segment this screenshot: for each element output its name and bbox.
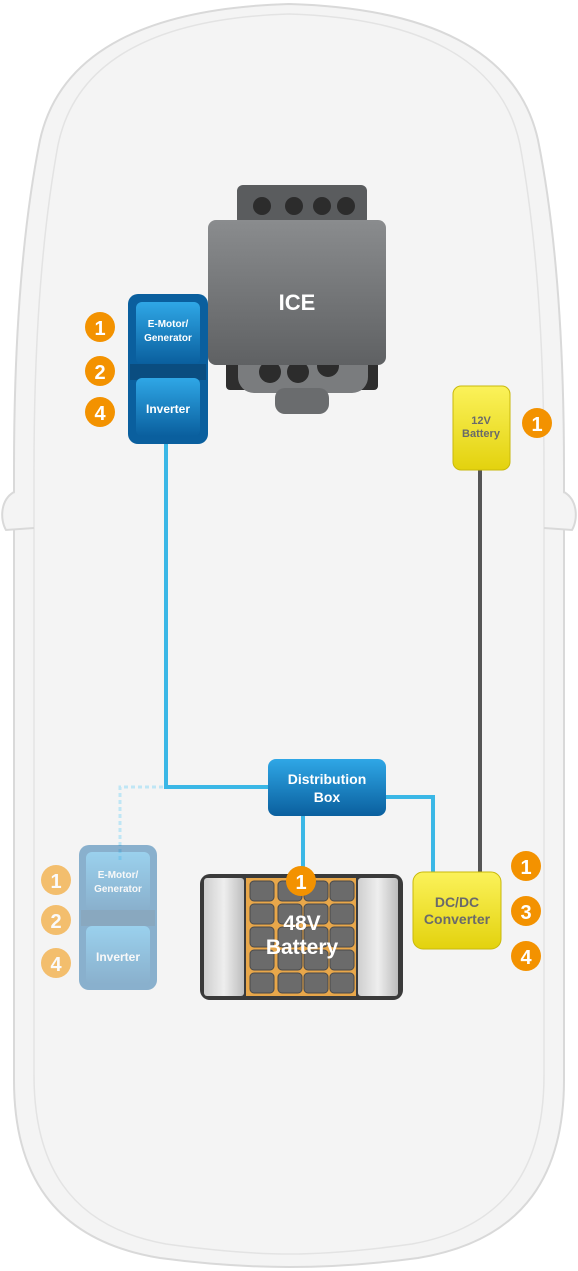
wire-distribution-to-dcdc [386,795,435,872]
rear-motor-inverter: E-Motor/ Generator Inverter [79,845,157,990]
badge [85,397,115,427]
rear-inverter-label: Inverter [96,950,140,964]
badge [522,408,552,438]
badge-label: 4 [94,403,106,425]
badge-label: 1 [520,857,531,879]
rear-motor-label-line2: Generator [94,884,142,895]
badge [41,948,71,978]
badge [511,941,541,971]
dcdc-label-line1: DC/DC [435,894,479,910]
badge-label: 1 [295,872,306,894]
ice-engine: ICE [208,185,386,414]
front-inverter-label: Inverter [146,402,190,416]
badge [41,865,71,895]
distribution-box: Distribution Box [268,759,386,816]
front-motor-label-line1: E-Motor/ [148,319,189,330]
badge-label: 1 [94,318,105,340]
battery-48v-label-line1: 48V [283,912,320,935]
wire-rear-motor-dotted [118,785,166,860]
badge [85,356,115,386]
battery-12v: 12V Battery 1 [452,385,552,471]
battery-12v-label-line2: Battery [462,428,501,440]
front-motor-badges: 1 2 4 [85,312,115,427]
dcdc-converter: DC/DC Converter 1 3 4 [412,851,541,971]
rear-motor-label-line1: E-Motor/ [98,870,139,881]
badge-label: 4 [50,954,62,976]
badge-label: 4 [520,947,532,969]
rear-motor-badges: 1 2 4 [41,865,71,978]
badge [41,905,71,935]
badge [511,896,541,926]
badge-label: 1 [50,871,61,893]
front-motor-inverter: E-Motor/ Generator Inverter [128,294,208,444]
badge [85,312,115,342]
badge-label: 1 [531,414,542,436]
battery-12v-label-line1: 12V [471,415,491,427]
badge-label: 2 [94,362,105,384]
distribution-box-label-line1: Distribution [288,771,367,787]
distribution-box-label-line2: Box [314,789,341,805]
badge-label: 2 [50,911,61,933]
battery-48v: 48V Battery 1 [200,866,403,1000]
badge [511,851,541,881]
wire-front-motor-to-distribution [164,440,268,789]
badge [286,866,316,896]
battery-48v-label-line2: Battery [266,936,339,959]
badge-label: 3 [520,902,531,924]
ice-label: ICE [279,290,316,315]
dcdc-label-line2: Converter [424,911,491,927]
front-motor-label-line2: Generator [144,333,192,344]
